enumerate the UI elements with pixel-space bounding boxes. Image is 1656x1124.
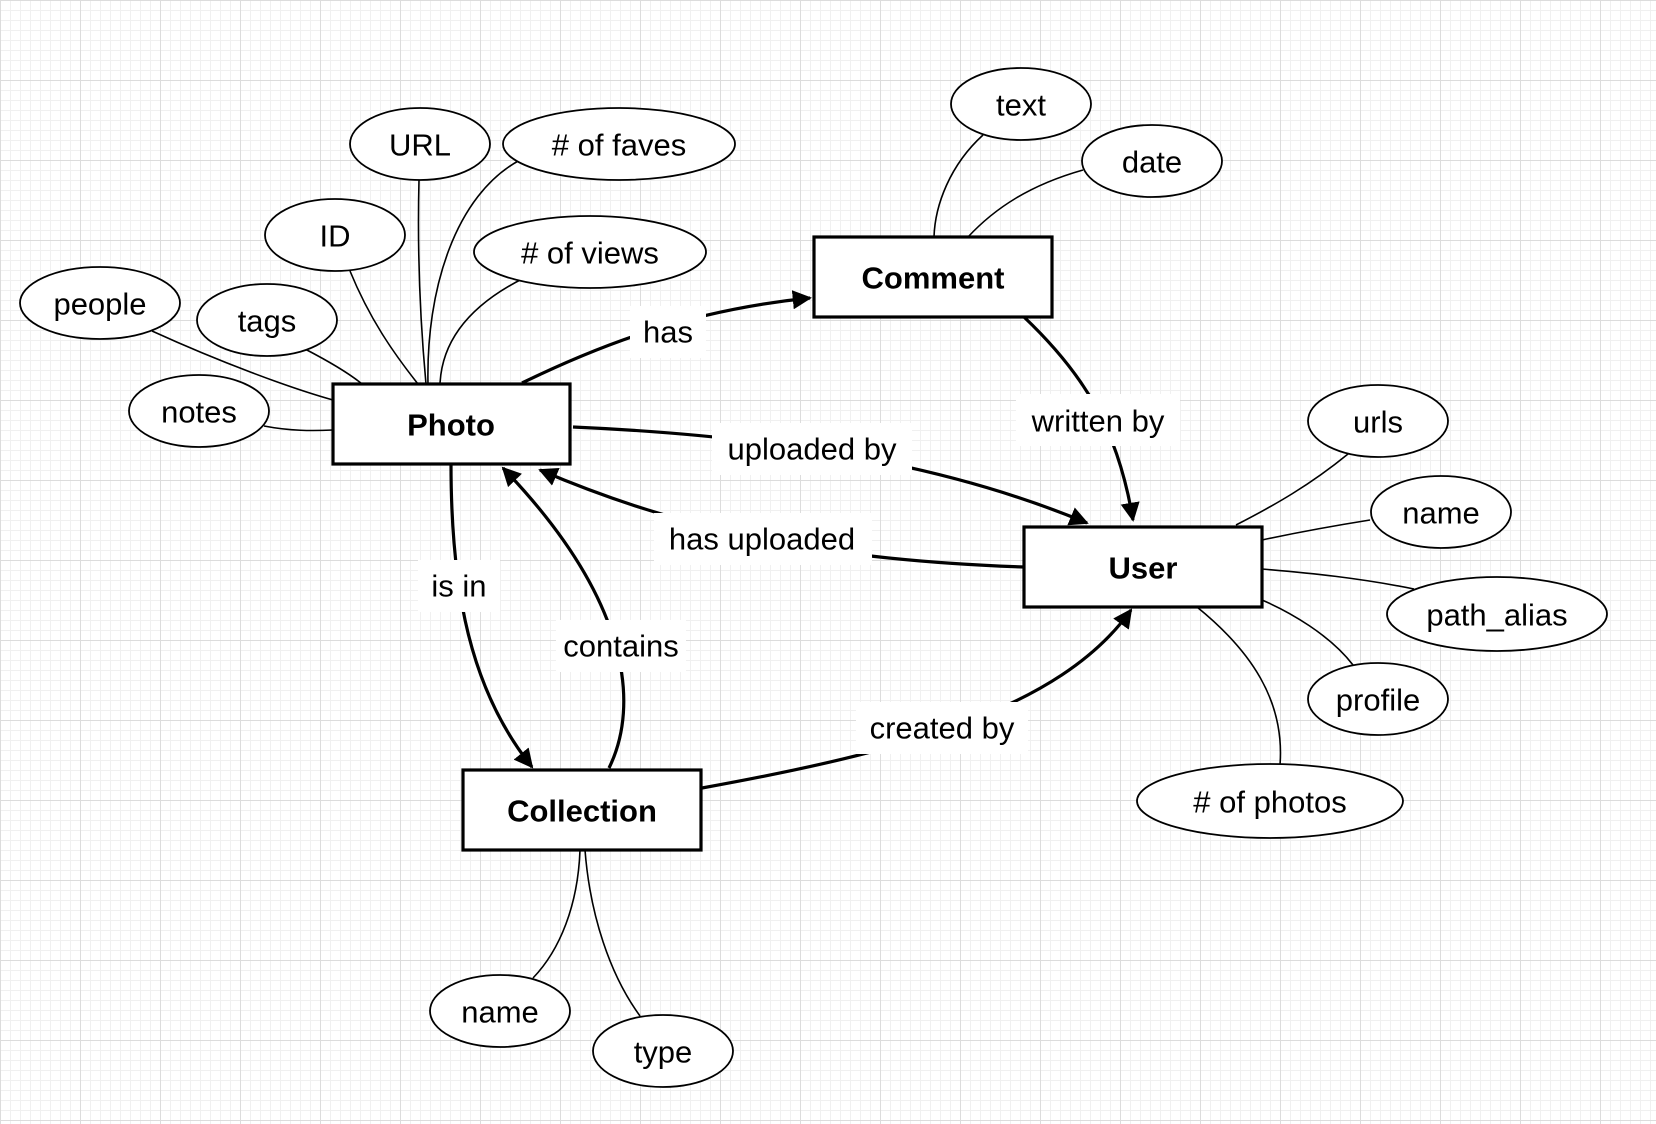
attr-photo-tags-label: tags: [238, 304, 297, 339]
attr-photo-faves-label: # of faves: [552, 128, 686, 163]
attr-user-urls-label: urls: [1353, 405, 1403, 440]
attr-photo-id[interactable]: ID: [264, 198, 406, 272]
attr-photo-url[interactable]: URL: [349, 107, 491, 181]
entity-collection-label: Collection: [507, 794, 657, 829]
attr-collection-name[interactable]: name: [429, 974, 571, 1048]
connector-comment-date: [967, 169, 1084, 238]
entity-photo-label: Photo: [407, 408, 495, 443]
attr-user-name[interactable]: name: [1370, 475, 1512, 549]
attr-user-profile-label: profile: [1336, 683, 1420, 718]
attr-photo-faves[interactable]: # of faves: [502, 107, 736, 181]
attr-user-name-label: name: [1402, 496, 1480, 531]
entity-photo[interactable]: Photo: [331, 382, 572, 466]
connector-collection-name: [532, 849, 581, 979]
attr-comment-text-label: text: [996, 88, 1046, 123]
attr-user-photos[interactable]: # of photos: [1136, 763, 1404, 839]
attr-comment-text[interactable]: text: [950, 67, 1092, 141]
attribute-connectors: [151, 134, 1415, 1017]
edge-created-by: [701, 608, 1133, 790]
label-uploaded-by: uploaded by: [728, 432, 897, 467]
connector-user-photos: [1196, 606, 1282, 766]
connector-photo-faves: [427, 159, 521, 385]
attr-photo-notes[interactable]: notes: [128, 374, 270, 448]
attr-photo-people[interactable]: people: [19, 266, 181, 340]
attr-comment-date[interactable]: date: [1081, 124, 1223, 198]
entities: Photo Comment User Collection: [331, 235, 1264, 852]
attr-photo-tags[interactable]: tags: [196, 283, 338, 357]
connector-collection-type: [584, 849, 641, 1017]
relationship-labels: has written by uploaded by has uploaded …: [418, 306, 1180, 754]
attr-user-profile[interactable]: profile: [1307, 662, 1449, 736]
attr-user-urls[interactable]: urls: [1307, 384, 1449, 458]
attr-collection-type-label: type: [634, 1035, 693, 1070]
label-written-by: written by: [1031, 404, 1165, 439]
edge-contains: [501, 466, 626, 769]
connector-photo-url: [417, 179, 427, 385]
label-created-by: created by: [870, 711, 1015, 746]
attr-user-photos-label: # of photos: [1193, 785, 1346, 820]
connector-comment-text: [933, 134, 984, 238]
entity-user[interactable]: User: [1022, 525, 1264, 609]
connector-photo-notes: [263, 425, 334, 432]
connector-user-urls: [1235, 453, 1349, 526]
attr-photo-views-label: # of views: [521, 236, 659, 271]
attr-photo-views[interactable]: # of views: [473, 215, 707, 289]
edge-is-in: [449, 463, 534, 769]
connector-user-path-alias: [1261, 568, 1415, 590]
attributes: URL # of faves ID # of views people tags…: [19, 67, 1608, 1088]
attr-user-path-alias[interactable]: path_alias: [1386, 576, 1608, 652]
entity-comment-label: Comment: [862, 261, 1005, 296]
connector-user-profile: [1261, 599, 1354, 666]
label-contains: contains: [563, 629, 678, 664]
connector-photo-id: [349, 270, 419, 385]
attr-photo-people-label: people: [53, 287, 146, 322]
label-has-uploaded: has uploaded: [669, 522, 855, 557]
entity-user-label: User: [1109, 551, 1178, 586]
entity-collection[interactable]: Collection: [461, 768, 703, 852]
attr-comment-date-label: date: [1122, 145, 1182, 180]
connector-photo-people: [151, 330, 334, 401]
attr-photo-id-label: ID: [320, 219, 351, 254]
attr-photo-url-label: URL: [389, 128, 451, 163]
label-has: has: [643, 315, 693, 350]
label-is-in: is in: [431, 569, 486, 604]
attr-collection-type[interactable]: type: [592, 1014, 734, 1088]
attr-collection-name-label: name: [461, 995, 539, 1030]
entity-comment[interactable]: Comment: [812, 235, 1054, 319]
connector-photo-tags: [304, 348, 363, 385]
connector-user-name: [1261, 519, 1371, 541]
connector-photo-views: [439, 277, 525, 385]
attr-photo-notes-label: notes: [161, 395, 237, 430]
attr-user-path-alias-label: path_alias: [1426, 598, 1567, 633]
